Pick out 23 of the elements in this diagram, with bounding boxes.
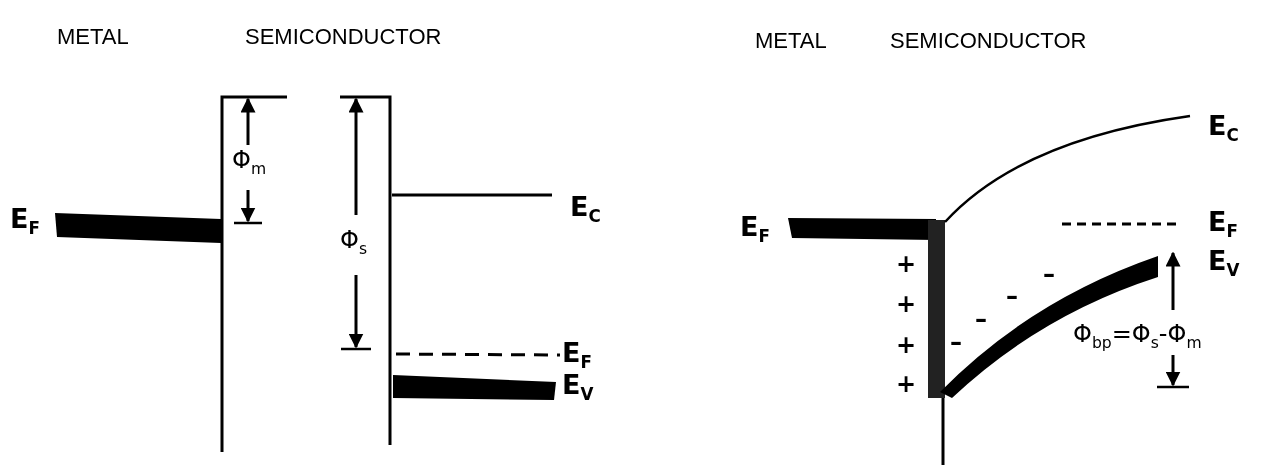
energy-level-label: E$_{C}$ [1208,112,1239,144]
energy-level-label: E$_{F}$ [1208,208,1238,240]
panel-heading: METAL [57,26,129,48]
energy-level-label: E$_{F}$ [562,339,592,371]
charge-sign: – [1043,262,1055,286]
charge-sign: + [896,333,917,357]
energy-level-label: E$_{F}$ [10,205,40,237]
energy-level-label: E$_{V}$ [562,371,594,403]
barrier-label: Φ$_{m}$ [232,148,267,178]
panel-heading: METAL [755,30,827,52]
charge-sign: + [896,252,917,276]
energy-level-label: E$_{F}$ [740,213,770,245]
charge-sign: – [950,330,962,354]
charge-sign: – [975,307,987,331]
charge-sign: + [896,372,917,396]
panel-heading: SEMICONDUCTOR [890,30,1087,52]
barrier-label: Φ$_{s}$ [340,228,367,258]
panel-heading: SEMICONDUCTOR [245,26,442,48]
charge-sign: – [1006,284,1018,308]
energy-level-label: E$_{C}$ [570,193,601,225]
charge-sign: + [896,292,917,316]
barrier-equation: Φ$_{bp}$=Φ$_{s}$-Φ$_{m}$ [1073,322,1202,352]
energy-level-label: E$_{V}$ [1208,247,1240,279]
